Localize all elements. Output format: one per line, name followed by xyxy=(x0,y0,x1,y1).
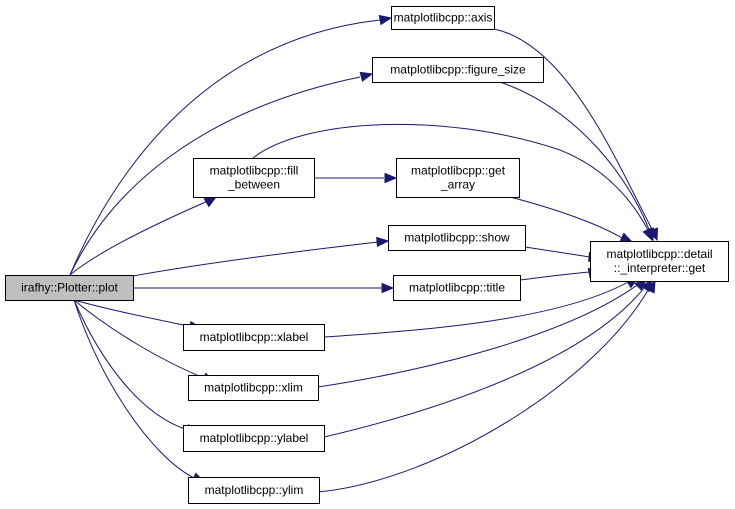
edge-plot-to-show xyxy=(132,236,390,277)
edge-line xyxy=(519,271,591,281)
edge-title-to-interpreter_get xyxy=(519,267,602,281)
arrowhead xyxy=(384,172,398,184)
arrowhead xyxy=(203,196,218,208)
edge-line xyxy=(69,76,361,276)
node-box xyxy=(590,241,729,282)
node-ylim[interactable]: matplotlibcpp::ylim xyxy=(188,477,320,504)
node-label: matplotlibcpp::xlabel xyxy=(200,330,309,344)
edge-show-to-interpreter_get xyxy=(524,246,602,263)
edge-plot-to-axis xyxy=(69,14,393,276)
node-box xyxy=(388,225,526,251)
node-interpreter-get[interactable]: matplotlibcpp::detail::_interpreter::get xyxy=(590,241,729,282)
edge-line xyxy=(509,196,623,239)
edge-ylabel-to-interpreter_get xyxy=(323,278,653,438)
node-title[interactable]: matplotlibcpp::title xyxy=(393,275,521,301)
edge-figure_size-to-interpreter_get xyxy=(499,81,654,242)
node-figure-size[interactable]: matplotlibcpp::figure_size xyxy=(372,57,544,83)
node-label: _array xyxy=(440,178,475,192)
node-box xyxy=(391,6,495,30)
node-label: _between xyxy=(227,178,280,192)
node-label: matplotlibcpp::show xyxy=(404,231,510,245)
node-box xyxy=(5,275,134,301)
node-box xyxy=(188,477,320,504)
node-label: matplotlibcpp::xlim xyxy=(204,381,303,395)
arrowhead xyxy=(645,279,656,294)
node-get-array[interactable]: matplotlibcpp::get_array xyxy=(396,158,520,198)
node-label: matplotlibcpp::ylabel xyxy=(200,431,309,445)
arrowhead xyxy=(376,236,390,248)
node-ylabel[interactable]: matplotlibcpp::ylabel xyxy=(183,425,325,452)
node-xlabel[interactable]: matplotlibcpp::xlabel xyxy=(183,324,325,351)
arrowhead xyxy=(642,227,653,242)
edge-line xyxy=(69,199,211,276)
node-show[interactable]: matplotlibcpp::show xyxy=(388,225,526,251)
node-box xyxy=(193,158,315,198)
edge-fill_between-to-get_array xyxy=(314,172,398,184)
edge-line xyxy=(317,282,653,493)
edge-line xyxy=(73,299,195,479)
edge-line xyxy=(524,246,591,258)
edge-line xyxy=(69,19,381,276)
node-box xyxy=(372,57,544,83)
node-label: matplotlibcpp::axis xyxy=(394,11,493,25)
node-fill-between[interactable]: matplotlibcpp::fill_between xyxy=(193,158,315,198)
edge-line xyxy=(132,241,379,277)
edge-fill_between-to-interpreter_get xyxy=(252,123,653,242)
edge-get_array-to-interpreter_get xyxy=(509,196,634,243)
edge-line xyxy=(73,299,189,327)
edge-line xyxy=(323,280,631,338)
arrowhead xyxy=(381,282,395,294)
node-label: matplotlibcpp::title xyxy=(409,281,505,295)
node-label: matplotlibcpp::ylim xyxy=(205,483,304,497)
edge-line xyxy=(499,81,651,233)
edge-line xyxy=(73,299,205,379)
arrowhead xyxy=(378,14,393,26)
node-label: matplotlibcpp::get xyxy=(411,164,506,178)
nodes: irafhy::Plotter::plot matplotlibcpp::axis… xyxy=(5,6,729,504)
node-xlim[interactable]: matplotlibcpp::xlim xyxy=(188,375,319,401)
edge-line xyxy=(73,299,189,431)
edge-line xyxy=(317,282,641,388)
node-label: matplotlibcpp::detail xyxy=(606,247,712,261)
node-box xyxy=(393,275,521,301)
node-axis[interactable]: matplotlibcpp::axis xyxy=(391,6,495,30)
edge-line xyxy=(252,123,650,233)
node-box xyxy=(396,158,520,198)
node-label: matplotlibcpp::fill xyxy=(210,164,299,178)
edges xyxy=(69,14,658,493)
arrowhead xyxy=(359,71,374,82)
node-box xyxy=(188,375,319,401)
edge-plot-to-figure_size xyxy=(69,71,374,276)
edge-plot-to-title xyxy=(133,282,395,294)
edge-ylim-to-interpreter_get xyxy=(317,279,656,493)
edge-line xyxy=(323,282,649,438)
node-box xyxy=(183,324,325,351)
node-plot[interactable]: irafhy::Plotter::plot xyxy=(5,275,134,301)
node-box xyxy=(183,425,325,452)
arrowhead xyxy=(619,232,634,243)
edge-line xyxy=(493,28,655,234)
node-label: irafhy::Plotter::plot xyxy=(21,281,118,295)
node-label: ::_interpreter::get xyxy=(614,261,706,275)
node-label: matplotlibcpp::figure_size xyxy=(390,63,526,77)
